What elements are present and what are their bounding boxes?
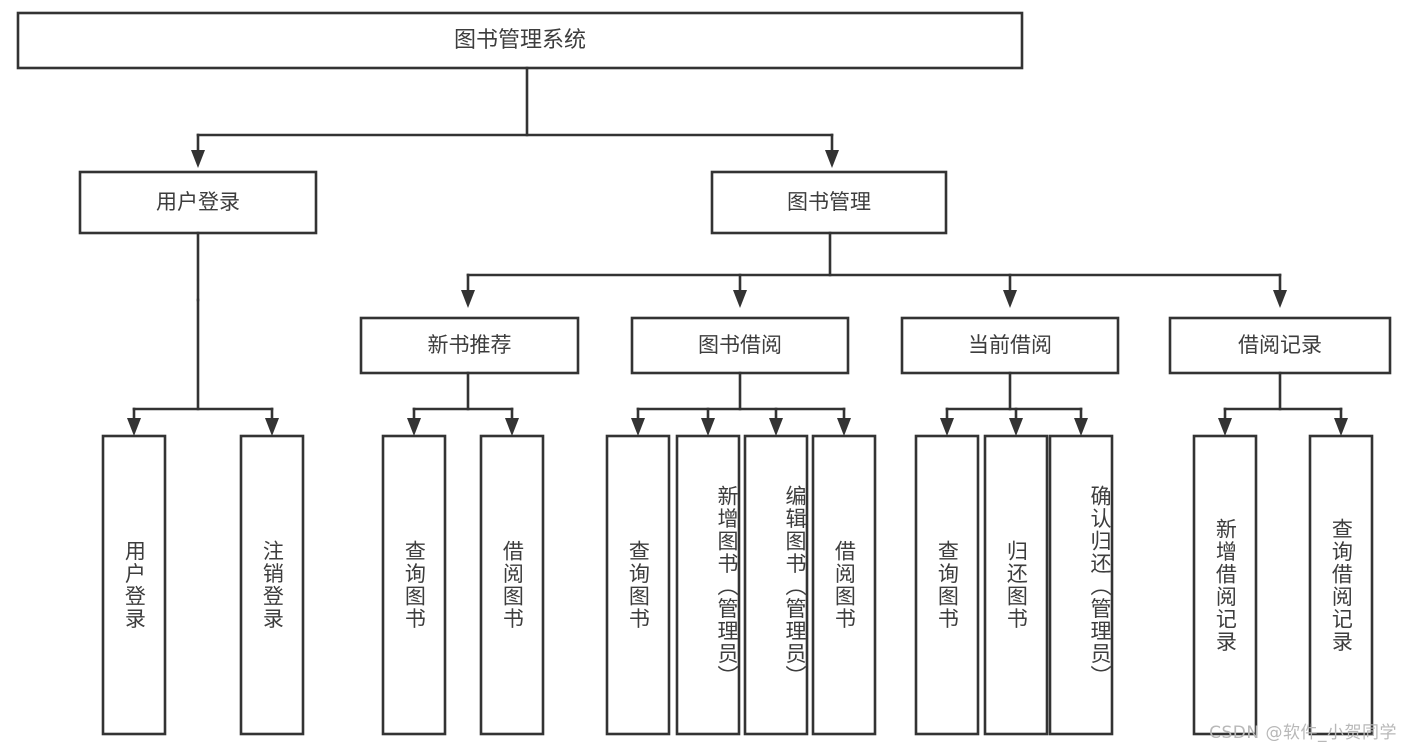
node-leaf-cb-query-book-box[interactable] (914, 434, 980, 736)
node-leaf-br-add-record-box[interactable] (1192, 434, 1258, 736)
node-book-borrow-box[interactable] (630, 316, 850, 375)
node-leaf-user-login-box[interactable] (101, 434, 167, 736)
arrowhead-book-manage (825, 150, 839, 168)
arrowhead-borrowrecord-leaf1 (1218, 418, 1232, 436)
arrowhead-bookborrow-leaf1 (631, 418, 645, 436)
node-root-box[interactable] (16, 11, 1024, 70)
node-borrow-record-box[interactable] (1168, 316, 1392, 375)
arrowhead-currentborrow-leaf3 (1074, 418, 1088, 436)
node-leaf-nb-query-book-box[interactable] (381, 434, 447, 736)
node-leaf-bb-add-book-box[interactable] (675, 434, 741, 736)
node-leaf-logout-login-box[interactable] (239, 434, 305, 736)
arrowhead-currentborrow-leaf1 (940, 418, 954, 436)
node-leaf-bb-borrow-book-box[interactable] (811, 434, 877, 736)
node-current-borrow-box[interactable] (900, 316, 1120, 375)
node-leaf-bb-edit-book-box[interactable] (743, 434, 809, 736)
node-leaf-bb-query-book-box[interactable] (605, 434, 671, 736)
arrowhead-newbook (461, 290, 475, 308)
node-user-login-box[interactable] (78, 170, 318, 235)
arrowhead-bookborrow-leaf4 (837, 418, 851, 436)
arrowhead-bookborrow-leaf2 (701, 418, 715, 436)
arrowhead-bookborrow-leaf3 (769, 418, 783, 436)
node-leaf-cb-return-book-box[interactable] (983, 434, 1049, 736)
arrowhead-bookborrow (733, 290, 747, 308)
node-leaf-nb-borrow-book-box[interactable] (479, 434, 545, 736)
arrowhead-leaf-user-login (127, 418, 141, 436)
arrowhead-newbook-leaf2 (505, 418, 519, 436)
node-leaf-br-query-record-box[interactable] (1308, 434, 1374, 736)
node-leaf-cb-confirm-return-box[interactable] (1048, 434, 1114, 736)
csdn-watermark: CSDN @软件_小贺同学 (1209, 723, 1397, 743)
arrowhead-leaf-logout-login (265, 418, 279, 436)
node-book-manage-box[interactable] (710, 170, 948, 235)
arrowhead-currentborrow (1003, 290, 1017, 308)
node-new-book-recommend-box[interactable] (359, 316, 580, 375)
arrowhead-borrowrecord (1273, 290, 1287, 308)
arrowhead-borrowrecord-leaf2 (1334, 418, 1348, 436)
arrowhead-currentborrow-leaf2 (1009, 418, 1023, 436)
arrowhead-user-login (191, 150, 205, 168)
arrowhead-newbook-leaf1 (407, 418, 421, 436)
